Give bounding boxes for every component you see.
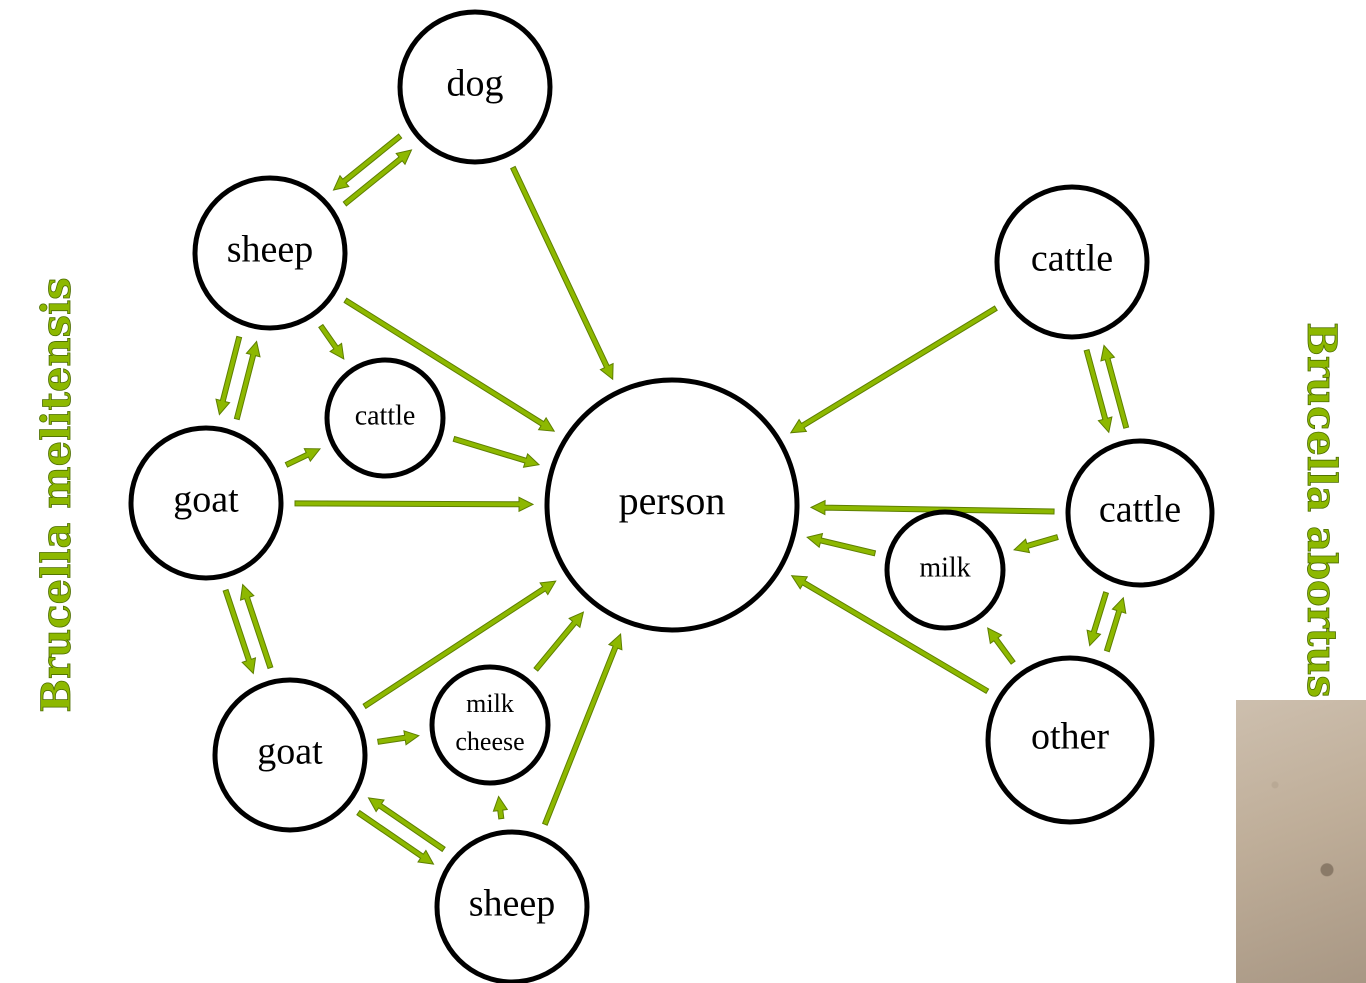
node-cattle-right: cattle — [1065, 438, 1215, 588]
arrow-other-to-cattle_right — [1103, 596, 1127, 653]
node-label: cattle — [1099, 489, 1181, 531]
node-label: milk — [466, 689, 514, 718]
node-label: milk — [919, 552, 970, 583]
arrow-dog-to-person — [510, 165, 614, 381]
node-milk-cheese: milk cheese — [429, 664, 551, 786]
arrow-other-to-person — [790, 575, 990, 694]
node-label: cattle — [355, 400, 416, 431]
node-dog: dog — [397, 9, 553, 165]
node-sheep-bottom: sheep — [434, 829, 590, 983]
node-goat-low: goat — [212, 677, 368, 833]
arrow-other-to-milk — [987, 627, 1016, 665]
node-circle — [884, 509, 1006, 631]
arrow-sheep_bottom-to-person — [541, 633, 623, 826]
arrow-goat_low-to-person — [362, 580, 557, 710]
arrow-cattle_top_right-to-cattle_right — [1083, 348, 1113, 434]
node-circle — [994, 184, 1150, 340]
arrow-goat_low-to-milk_cheese — [377, 730, 420, 746]
node-sheep-top: sheep — [192, 175, 348, 331]
node-label: dog — [447, 63, 504, 105]
node-label: other — [1031, 716, 1109, 758]
label-brucella-melitensis: Brucella melitensis — [33, 277, 80, 712]
node-circle — [434, 829, 590, 983]
node-person: person — [544, 377, 800, 633]
arrow-sheep_top-to-goat_mid — [215, 335, 243, 416]
arrow-sheep_bottom-to-goat_low — [367, 797, 446, 853]
node-circle — [128, 425, 284, 581]
node-other: other — [985, 655, 1155, 825]
node-cattle-top-right: cattle — [994, 184, 1150, 340]
node-cattle-small: cattle — [324, 357, 446, 479]
arrow-cattle_top_right-to-person — [789, 305, 998, 434]
nodes-layer: dog sheep cattle goat goat milk cheese sheep per… — [128, 9, 1215, 983]
node-label: cheese — [455, 727, 524, 756]
label-brucella-abortus: Brucella abortus — [1298, 322, 1345, 698]
node-circle — [429, 664, 551, 786]
node-label: sheep — [227, 229, 314, 271]
arrow-sheep_bottom-to-milk_cheese — [492, 795, 509, 820]
arrow-cattle_right-to-other — [1086, 591, 1110, 647]
arrow-sheep_top-to-cattle_small — [318, 323, 345, 360]
arrow-cattle_right-to-milk — [1013, 534, 1059, 554]
arrow-milk-to-person — [806, 532, 877, 557]
node-circle — [324, 357, 446, 479]
arrow-goat_mid-to-goat_low — [222, 588, 257, 675]
node-circle — [212, 677, 368, 833]
node-label: goat — [257, 731, 323, 773]
arrow-sheep_top-to-dog — [342, 149, 413, 207]
node-circle — [985, 655, 1155, 825]
node-circle — [192, 175, 348, 331]
arrow-goat_mid-to-person — [294, 496, 535, 513]
arrow-cattle_right-to-person — [809, 499, 1055, 516]
edges-layer — [215, 133, 1130, 865]
node-label: cattle — [1031, 238, 1113, 280]
node-milk: milk — [884, 509, 1006, 631]
arrow-goat_low-to-sheep_bottom — [356, 809, 435, 865]
node-label: person — [619, 478, 726, 523]
node-circle — [1065, 438, 1215, 588]
arrow-goat_mid-to-sheep_top — [233, 340, 261, 421]
arrow-milk_cheese-to-person — [533, 611, 585, 672]
arrow-sheep_top-to-person — [343, 297, 556, 432]
arrow-dog-to-sheep_top — [332, 133, 403, 191]
node-label: goat — [173, 479, 239, 521]
node-circle — [397, 9, 553, 165]
arrow-cattle_small-to-person — [452, 435, 541, 468]
arrow-goat_mid-to-cattle_small — [284, 448, 322, 468]
arrow-cattle_right-to-cattle_top_right — [1100, 344, 1130, 429]
node-circle — [544, 377, 800, 633]
node-label: sheep — [469, 883, 556, 925]
node-goat-mid: goat — [128, 425, 284, 581]
arrow-goat_low-to-goat_mid — [239, 583, 274, 670]
animal-photo — [1236, 700, 1366, 983]
